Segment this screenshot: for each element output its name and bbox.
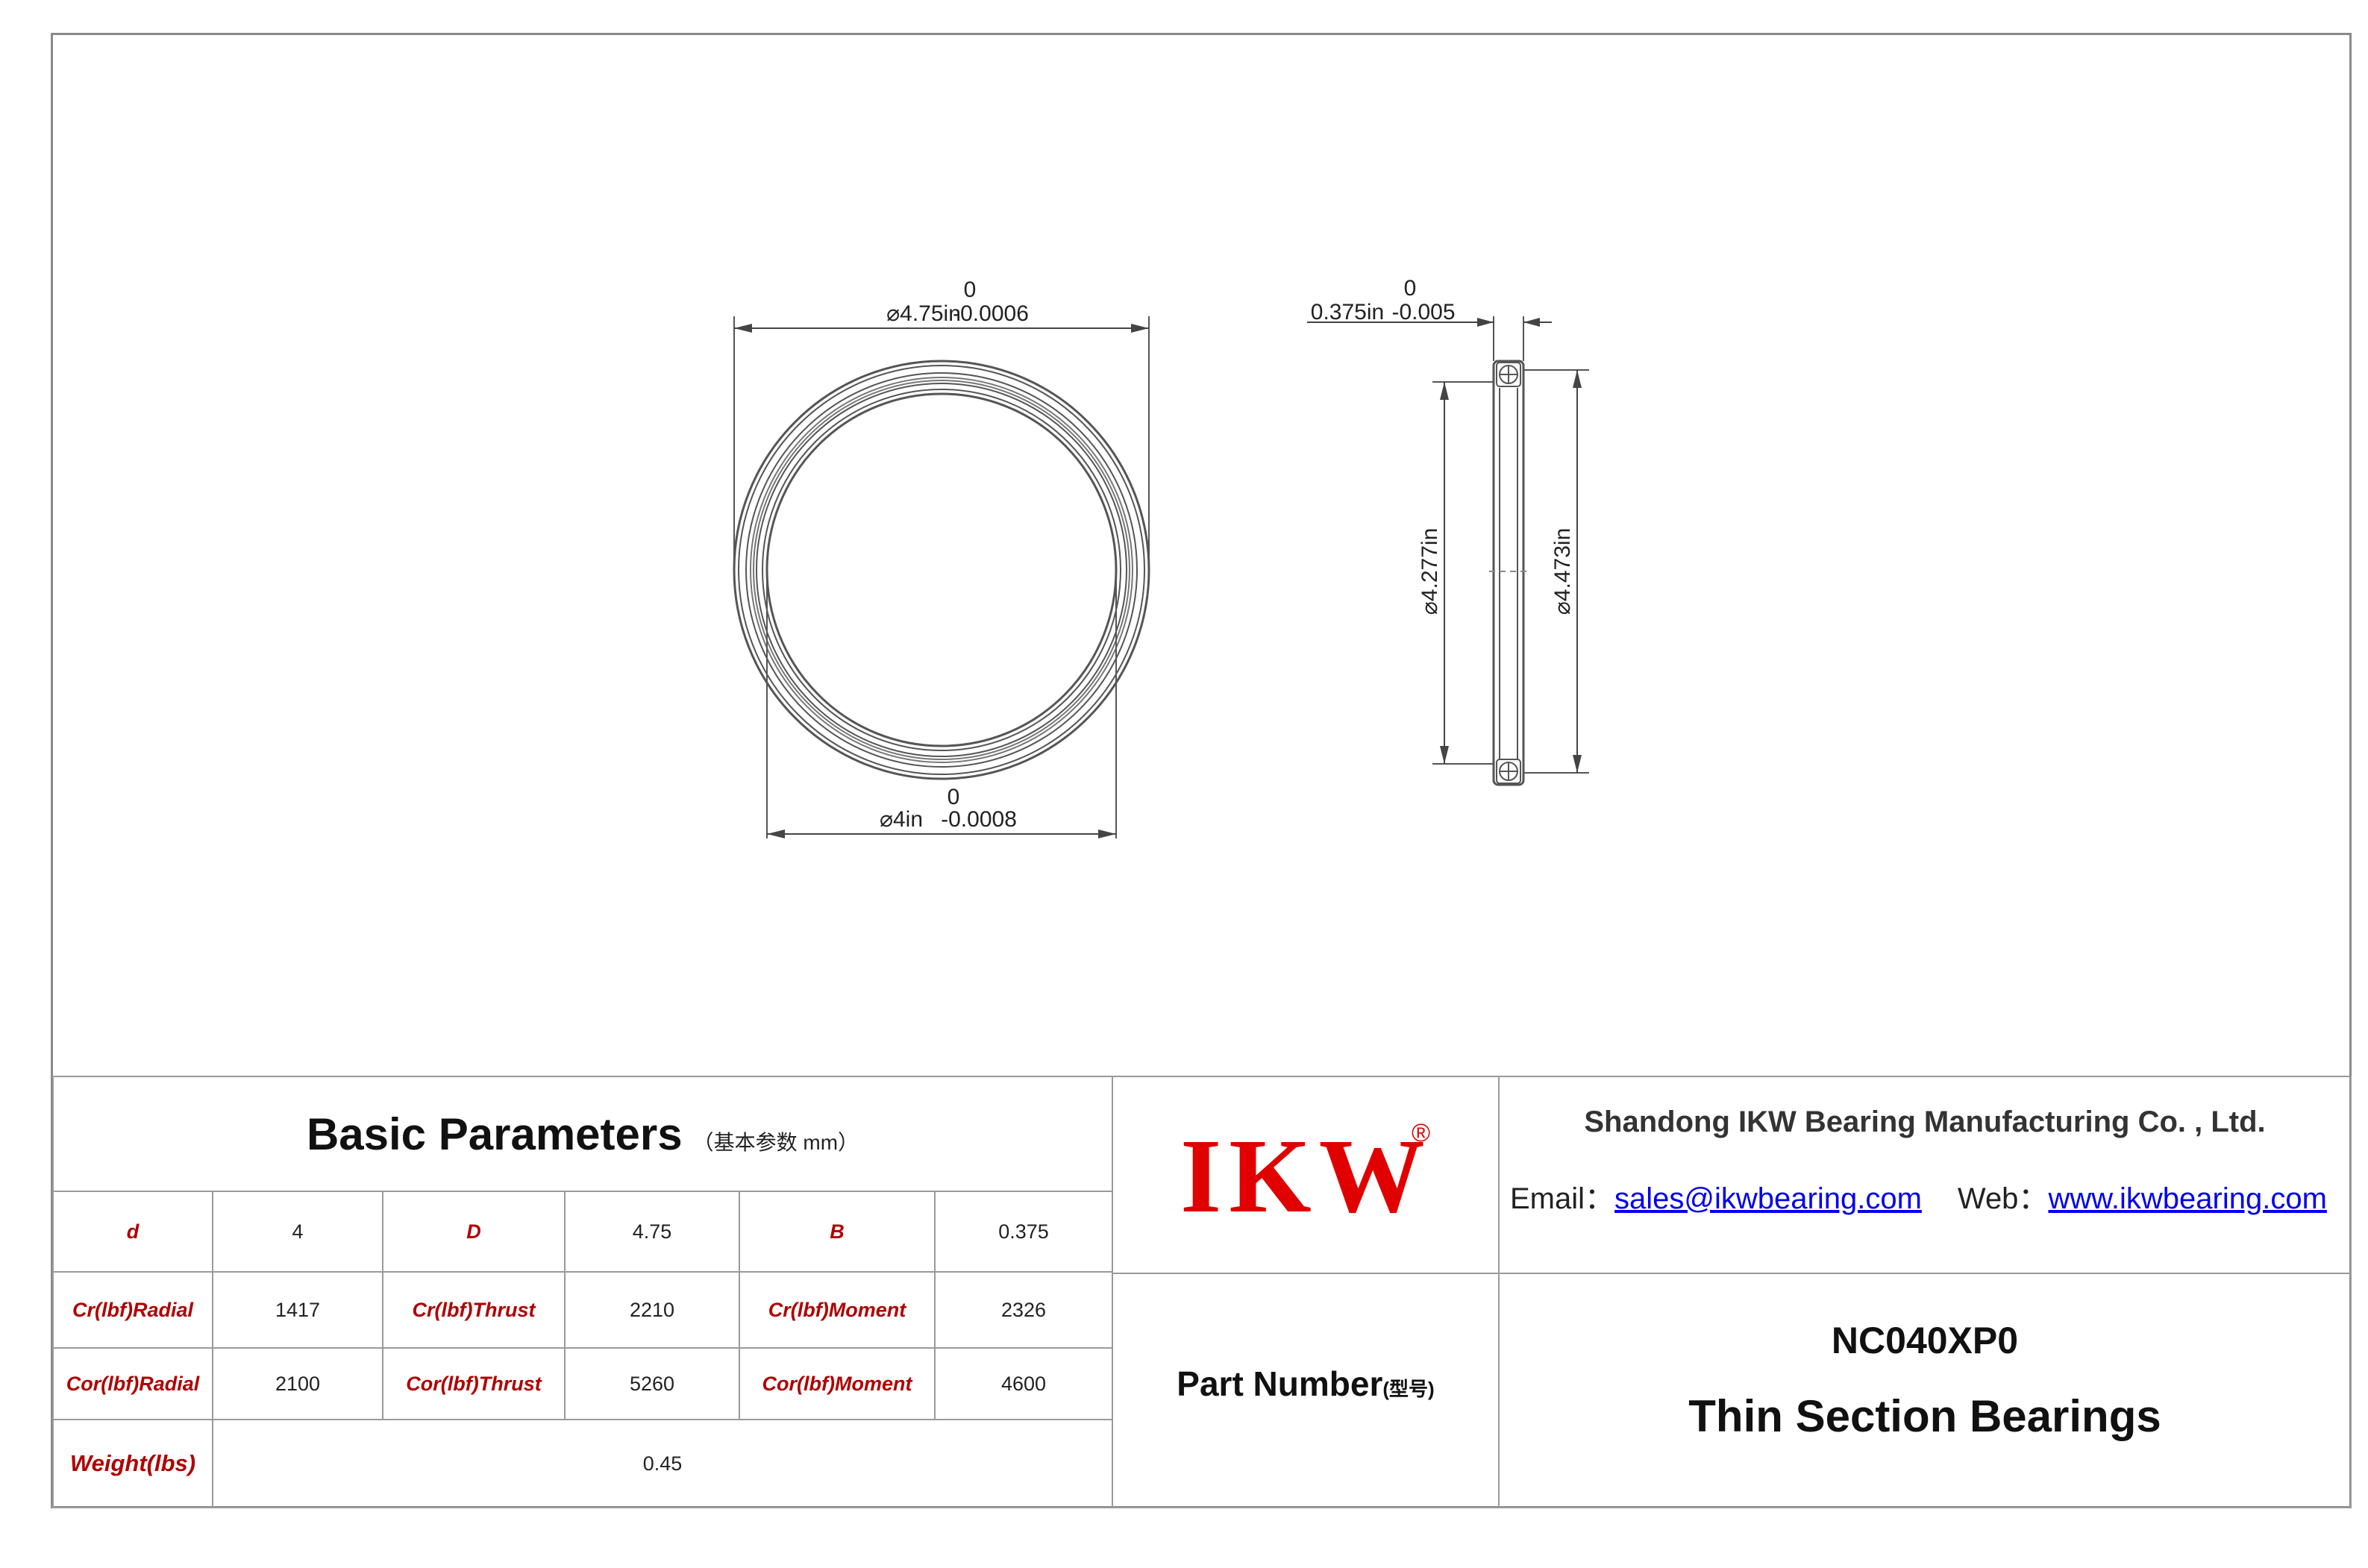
- inner-race-dimension: ⌀4.277in: [1418, 382, 1449, 764]
- param-label-D: D: [382, 1191, 566, 1273]
- logo-block: IKW ®: [1112, 1076, 1500, 1274]
- email-label: Email：: [1510, 1182, 1615, 1215]
- param-label-cor-thrust: Cor(lbf)Thrust: [382, 1347, 566, 1420]
- param-value-B: 0.375: [934, 1191, 1113, 1273]
- ikw-logo: IKW: [1180, 1117, 1432, 1235]
- outer-race-dim: ⌀4.473in: [1550, 528, 1575, 615]
- param-value-cor-thrust: 5260: [564, 1347, 740, 1420]
- outer-dim-nominal: ⌀4.75in: [886, 301, 961, 326]
- basic-parameters-header: Basic Parameters （基本参数 mm）: [52, 1076, 1113, 1192]
- width-dim-nominal: 0.375in: [1311, 300, 1384, 324]
- param-value-weight: 0.45: [212, 1419, 1113, 1508]
- param-label-cr-thrust: Cr(lbf)Thrust: [382, 1271, 566, 1349]
- param-value-D: 4.75: [564, 1191, 740, 1273]
- basic-parameters-title: Basic Parameters: [306, 1108, 683, 1159]
- outer-dim-upper-tol: 0: [964, 277, 977, 302]
- width-dimension: 0 0.375in -0.005: [1307, 276, 1552, 327]
- param-label-cor-radial: Cor(lbf)Radial: [52, 1347, 213, 1420]
- part-number-label-cn: (型号): [1382, 1378, 1435, 1400]
- param-label-weight: Weight(lbs): [52, 1419, 213, 1508]
- inner-dim-lower-tol: -0.0008: [941, 807, 1017, 832]
- param-value-cr-radial: 1417: [212, 1271, 383, 1349]
- front-view: [733, 316, 1150, 838]
- outer-dim-lower-tol: -0.0006: [953, 301, 1029, 326]
- inner-race-dim: ⌀4.277in: [1418, 528, 1442, 615]
- param-label-d: d: [52, 1191, 213, 1273]
- side-view: [1432, 316, 1589, 786]
- param-label-cr-radial: Cr(lbf)Radial: [52, 1271, 213, 1349]
- technical-drawing: 0 ⌀4.75in -0.0006 0 ⌀4in -0.0008: [733, 276, 1589, 838]
- part-number-label-block: Part Number(型号): [1112, 1273, 1500, 1508]
- param-value-cr-moment: 2326: [934, 1271, 1113, 1349]
- company-name: Shandong IKW Bearing Manufacturing Co. ,…: [1584, 1106, 2266, 1138]
- product-type: Thin Section Bearings: [1688, 1391, 2161, 1441]
- param-label-B: B: [739, 1191, 936, 1273]
- part-number: NC040XP0: [1831, 1320, 2019, 1361]
- param-label-cr-moment: Cr(lbf)Moment: [739, 1271, 936, 1349]
- inner-diameter-dimension: 0 ⌀4in -0.0008: [767, 785, 1116, 838]
- part-number-label: Part Number(型号): [1177, 1364, 1435, 1403]
- basic-parameters-subtitle: （基本参数 mm）: [692, 1131, 859, 1154]
- email-link[interactable]: sales@ikwbearing.com: [1614, 1182, 1922, 1215]
- outer-race-dimension: ⌀4.473in: [1550, 370, 1582, 773]
- company-block: Shandong IKW Bearing Manufacturing Co. ,…: [1498, 1076, 2352, 1274]
- registered-mark: ®: [1412, 1119, 1431, 1147]
- param-value-cr-thrust: 2210: [564, 1271, 740, 1349]
- param-value-d: 4: [212, 1191, 383, 1273]
- inner-dim-nominal: ⌀4in: [880, 807, 923, 832]
- param-label-cor-moment: Cor(lbf)Moment: [739, 1347, 936, 1420]
- width-dim-lower-tol: -0.005: [1391, 300, 1455, 324]
- width-dim-upper-tol: 0: [1404, 276, 1417, 301]
- contact-line: Email：sales@ikwbearing.com Web：www.ikwbea…: [1510, 1174, 2327, 1217]
- param-value-cor-moment: 4600: [934, 1347, 1113, 1420]
- param-value-cor-radial: 2100: [212, 1347, 383, 1420]
- basic-parameters-table: Basic Parameters （基本参数 mm） d 4 D 4.75 B …: [52, 1076, 1113, 1508]
- part-number-block: NC040XP0 Thin Section Bearings: [1498, 1273, 2352, 1508]
- web-label: Web：: [1957, 1182, 2049, 1215]
- web-link[interactable]: www.ikwbearing.com: [2048, 1182, 2327, 1215]
- inner-dim-upper-tol: 0: [947, 785, 960, 809]
- outer-diameter-dimension: 0 ⌀4.75in -0.0006: [734, 277, 1149, 333]
